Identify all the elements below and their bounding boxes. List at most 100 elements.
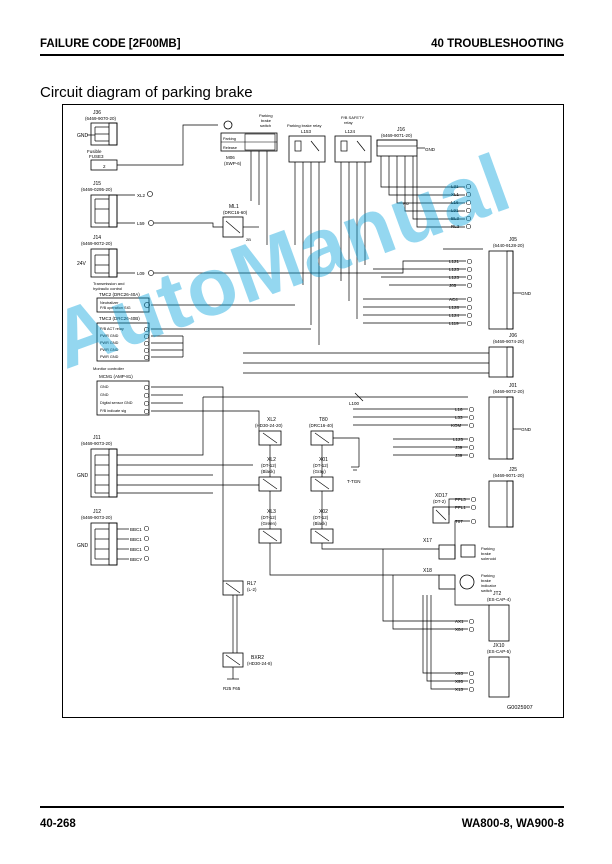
svg-text:Parking: Parking [481,573,495,578]
svg-text:TMC2 (DRC26-40A): TMC2 (DRC26-40A) [99,292,140,297]
svg-text:P/B operation SIG: P/B operation SIG [100,306,131,310]
svg-text:brake: brake [261,118,272,123]
header-section-code: FAILURE CODE [2F00MB] [40,38,181,50]
svg-text:GND: GND [77,473,89,479]
svg-text:PWR GND: PWR GND [100,341,119,345]
svg-text:XD17: XD17 [435,493,448,499]
svg-text:J16: J16 [397,127,405,133]
svg-text:(Gray): (Gray) [313,469,326,474]
svg-text:Parking: Parking [259,113,273,118]
svg-text:(6440-9128-20): (6440-9128-20) [493,243,525,248]
svg-text:(SWP-6): (SWP-6) [224,161,242,166]
connector-xd17: XD17 (DT-2) [432,493,450,524]
svg-text:XL2: XL2 [137,193,146,198]
svg-text:RL3: RL3 [451,224,460,229]
svg-text:L33: L33 [455,415,463,420]
svg-text:L09: L09 [137,271,145,276]
svg-text:BL3: BL3 [451,216,460,221]
svg-text:PWR GND: PWR GND [100,334,119,338]
svg-text:GND: GND [100,393,109,397]
footer-rule [40,806,564,808]
svg-text:L124: L124 [449,313,460,318]
connector-j14: J14 (6469-9072-20) 24V L09 [77,235,154,278]
pb-safety-relay-l124: P/B SAFETY relay L124 [334,115,372,163]
svg-text:(DT-12): (DT-12) [261,515,277,520]
parking-brake-switch-m06: Parking brake switch Parking Release M06… [220,113,278,166]
svg-text:GND: GND [521,291,532,296]
svg-text:GND: GND [100,385,109,389]
svg-text:(DRC16-40): (DRC16-40) [309,423,334,428]
svg-text:J14: J14 [93,235,101,241]
svg-text:X13: X13 [455,687,464,692]
svg-text:R25 F65: R25 F65 [223,686,241,691]
svg-text:BXR2: BXR2 [251,655,264,661]
svg-text:T-TGN: T-TGN [347,479,361,484]
svg-text:JX10: JX10 [493,643,505,649]
svg-text:(6469-9072-20): (6469-9072-20) [81,241,113,246]
svg-text:(DT-12): (DT-12) [261,463,277,468]
svg-text:X93: X93 [455,671,464,676]
footer-page-number: 40-268 [40,818,76,830]
svg-text:J05: J05 [449,283,457,288]
svg-text:X04: X04 [455,627,464,632]
svg-text:(6469-9073-20): (6469-9073-20) [81,515,113,520]
svg-text:Neutralizer: Neutralizer [100,301,119,305]
svg-text:J01: J01 [509,383,517,389]
relay-l100: L100 [349,392,364,406]
svg-text:J39: J39 [455,445,463,450]
svg-text:X18: X18 [423,568,432,574]
svg-text:(6469-0295-20): (6469-0295-20) [81,187,113,192]
svg-text:2B: 2B [246,237,251,242]
svg-text:P/B indicate sig: P/B indicate sig [100,409,126,413]
svg-text:T80: T80 [319,417,328,423]
j16-pin-list: L31 XL1 L16 L91 BL3 RL3 RI2 [403,183,472,230]
connector-j16: J16 (6469-9071-20) GND [376,127,436,157]
svg-text:(6469-9071-20): (6469-9071-20) [493,473,525,478]
svg-text:X17: X17 [423,538,432,544]
svg-text:(6469-9072-20): (6469-9072-20) [493,389,525,394]
svg-text:(Black): (Black) [261,469,276,474]
svg-text:L91: L91 [451,208,459,213]
svg-text:(6469-9073-20): (6469-9073-20) [81,441,113,446]
svg-text:MCM1 (AMP-81): MCM1 (AMP-81) [99,374,133,379]
svg-text:PFL3: PFL3 [455,497,466,502]
svg-text:L125: L125 [453,437,464,442]
svg-text:RL7: RL7 [247,581,256,587]
parking-brake-relay-l153: Parking brake relay L153 [287,123,326,163]
svg-text:Transmission and: Transmission and [93,281,124,286]
svg-text:X01: X01 [319,457,328,463]
svg-text:(ES-CAP-4): (ES-CAP-4) [487,597,511,602]
svg-text:XL1: XL1 [451,192,460,197]
svg-text:GND: GND [521,427,532,432]
svg-text:(ES-CAP-5): (ES-CAP-5) [487,649,511,654]
fusible-link: Fusible FUSE3 2 [87,149,118,171]
svg-text:AX1: AX1 [455,619,464,624]
connector-j05: J05 (6440-9128-20) GND L121 L123 L123 J0… [449,237,532,330]
connector-jt2: JT2 (ES-CAP-4) AX1 X04 [455,591,511,642]
svg-text:KOM: KOM [451,423,462,428]
footer-models: WA800-8, WA900-8 [461,818,564,830]
svg-text:J11: J11 [93,435,101,441]
svg-text:indicator: indicator [481,583,497,588]
svg-text:brake: brake [481,578,492,583]
svg-text:ML1: ML1 [229,204,239,210]
svg-text:Digital sensor GND: Digital sensor GND [100,401,133,405]
connector-x17: X17 Parking brake solenoid [423,538,496,561]
svg-text:L121: L121 [449,259,460,264]
figure-id: G0025907 [507,705,533,711]
svg-text:L100: L100 [349,401,360,406]
svg-text:GND: GND [425,147,436,152]
controller-mcm1: Monitor controller MCM1 (AMP-81) GND GND… [93,366,150,416]
svg-text:(HD30-24-20): (HD30-24-20) [255,423,283,428]
controller-tmc2: Transmission and hydraulic control TMC2 … [93,281,150,313]
svg-text:L119: L119 [449,321,459,326]
svg-text:(DT-12): (DT-12) [313,463,329,468]
svg-text:RI2: RI2 [403,201,410,206]
svg-text:P/B ACT relay: P/B ACT relay [100,327,124,331]
svg-text:L128: L128 [449,305,460,310]
connector-j01: J01 (6469-9072-20) GND L16 L33 KOM L125 … [451,383,532,460]
svg-text:GND: GND [77,133,89,139]
svg-text:JT2: JT2 [493,591,502,597]
svg-text:(Green): (Green) [261,521,277,526]
svg-text:XL2: XL2 [267,417,276,423]
